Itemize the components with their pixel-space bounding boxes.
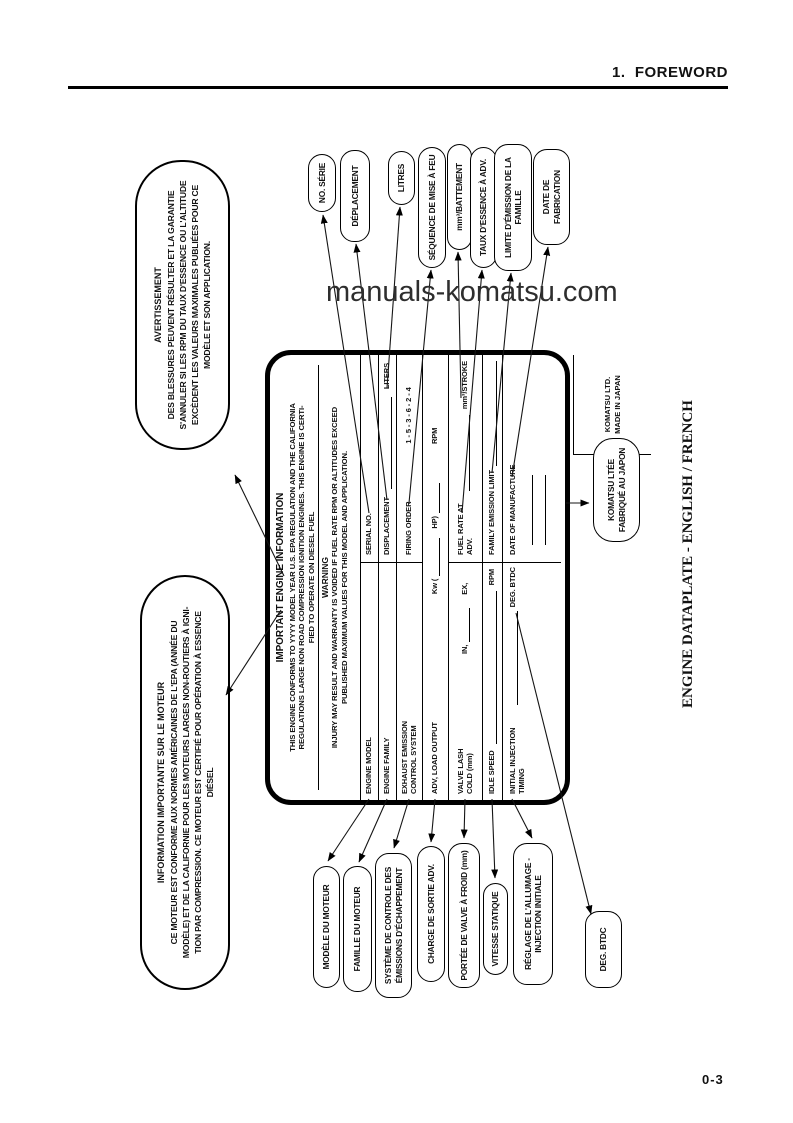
- deg-btdc-label: DEG. BTDC: [508, 567, 517, 608]
- blank-line: [431, 483, 440, 514]
- watermark: manuals-komatsu.com: [326, 276, 618, 308]
- callout-famille-du-moteur: FAMILLE DU MOTEUR: [343, 866, 372, 992]
- field-engine-family: ENGINE FAMILY: [382, 737, 392, 794]
- blank-line: [488, 361, 497, 466]
- table-row: IDLE SPEED RPM FAMILY EMISSION LIMIT: [483, 355, 503, 800]
- field-exhaust-emission: EXHAUST EMISSION CONTROL SYSTEM: [399, 721, 418, 794]
- callout-litres: LITRES: [388, 151, 415, 205]
- table-row: ADV, LOAD OUTPUT Kw ( HP) RPM: [423, 355, 449, 800]
- blank-line: [461, 607, 470, 642]
- table-row: ENGINE MODEL SERIAL NO.: [361, 355, 379, 800]
- rpm-label: RPM: [430, 427, 440, 445]
- blank-line: [461, 415, 470, 491]
- blank-line: [383, 397, 392, 490]
- kw-label: Kw (: [430, 578, 440, 595]
- rotated-figure: INFORMATION IMPORTANTE SUR LE MOTEUR CE …: [128, 133, 713, 1008]
- callout-deg-btdc: DEG. BTDC: [585, 911, 622, 988]
- page-number: 0-3: [702, 1072, 724, 1087]
- table-row: ENGINE FAMILY DISPLACEMENT LITERS: [379, 355, 397, 800]
- ex-label: EX,: [460, 582, 470, 595]
- page-title: 1. FOREWORD: [611, 64, 728, 81]
- blank-line: [525, 475, 533, 545]
- callout-limite-emission: LIMITE D'ÉMISSION DE LA FAMILLE: [494, 144, 532, 271]
- idle-rpm-label: RPM: [487, 569, 497, 586]
- plate-warning-title: WARNING: [320, 556, 331, 599]
- callout-modele-du-moteur: MODÈLE DU MOTEUR: [313, 866, 340, 988]
- callout-date-fabrication: DATE DE FABRICATION: [533, 149, 570, 245]
- callout-sequence-mise-a-feu: SÉQUENCE DE MISE À FEU: [418, 147, 446, 268]
- field-initial-injection: INITIAL INJECTION TIMING: [508, 727, 526, 795]
- blank-line: [431, 537, 440, 576]
- callout-mm3-battement: mm³/BATTEMENT: [447, 144, 472, 250]
- callout-deplacement: DÉPLACEMENT: [340, 150, 370, 242]
- callout-reglage-allumage: RÉGLAGE DE L'ALLUMAGE - INJECTION INITIA…: [513, 843, 553, 985]
- field-idle-speed: IDLE SPEED: [487, 750, 497, 794]
- callout-komatsu-ltee: KOMATSU LTÉE FABRIQUÉ AU JAPON: [593, 438, 640, 542]
- hp-label: HP): [430, 516, 440, 529]
- callout-avertissement: AVERTISSEMENT DES BLESSURES PEUVENT RÉSU…: [135, 160, 230, 450]
- header-rule: [68, 86, 728, 89]
- field-engine-model: ENGINE MODEL: [364, 737, 374, 794]
- callout-charge-de-sortie: CHARGE DE SORTIE ADV.: [417, 846, 445, 982]
- field-firing-order: FIRING ORDER: [404, 501, 414, 555]
- callout-title: AVERTISSEMENT: [153, 267, 163, 343]
- unit-stroke: mm³/STROKE: [460, 361, 470, 410]
- blank-line: [538, 475, 546, 545]
- callout-portee-de-valve: PORTÉE DE VALVE À FROID (mm): [448, 843, 480, 988]
- table-row: INITIAL INJECTION TIMING DEG. BTDC DATE …: [503, 355, 561, 800]
- plate-title: IMPORTANT ENGINE INFORMATION: [275, 492, 286, 663]
- field-valve-lash: VALVE LASH COLD (mm): [455, 748, 474, 794]
- in-label: IN,: [460, 644, 470, 654]
- plate-table: ENGINE MODEL SERIAL NO. ENGINE FAMILY DI…: [360, 355, 651, 800]
- field-adv-load-output: ADV, LOAD OUTPUT: [430, 722, 440, 794]
- callout-systeme-de-controle: SYSTÈME DE CONTROLE DES ÉMISSIONS D'ÉCHA…: [375, 853, 412, 998]
- callout-vitesse-statique: VITESSE STATIQUE: [483, 883, 508, 975]
- blank-line: [488, 591, 497, 745]
- callout-no-serie: NO. SÉRIE: [308, 154, 336, 212]
- plate-header: IMPORTANT ENGINE INFORMATION THIS ENGINE…: [275, 355, 349, 800]
- figure-caption: ENGINE DATAPLATE - ENGLISH / FRENCH: [680, 400, 696, 708]
- engine-dataplate: IMPORTANT ENGINE INFORMATION THIS ENGINE…: [265, 350, 651, 805]
- table-row: VALVE LASH COLD (mm) IN, EX, FUEL RATE A…: [449, 355, 483, 800]
- firing-order-value: 1 - 5 - 3 - 6 - 2 - 4: [404, 387, 414, 444]
- callout-information-importante: INFORMATION IMPORTANTE SUR LE MOTEUR CE …: [140, 575, 230, 990]
- field-serial-no: SERIAL NO.: [364, 513, 374, 555]
- divider: [317, 365, 320, 790]
- field-family-emission-limit: FAMILY EMISSION LIMIT: [487, 470, 497, 555]
- callout-taux-essence: TAUX D'ESSENCE À ADV.: [470, 147, 497, 268]
- field-date-of-manufacture: DATE OF MANUFACTURE: [508, 464, 517, 555]
- blank-line: [509, 611, 518, 705]
- field-fuel-rate: FUEL RATE AT ADV.: [455, 503, 474, 555]
- callout-title: INFORMATION IMPORTANTE SUR LE MOTEUR: [155, 681, 166, 884]
- unit-liters: LITERS: [382, 363, 392, 390]
- table-row: EXHAUST EMISSION CONTROL SYSTEM FIRING O…: [397, 355, 423, 800]
- field-displacement: DISPLACEMENT: [382, 497, 392, 555]
